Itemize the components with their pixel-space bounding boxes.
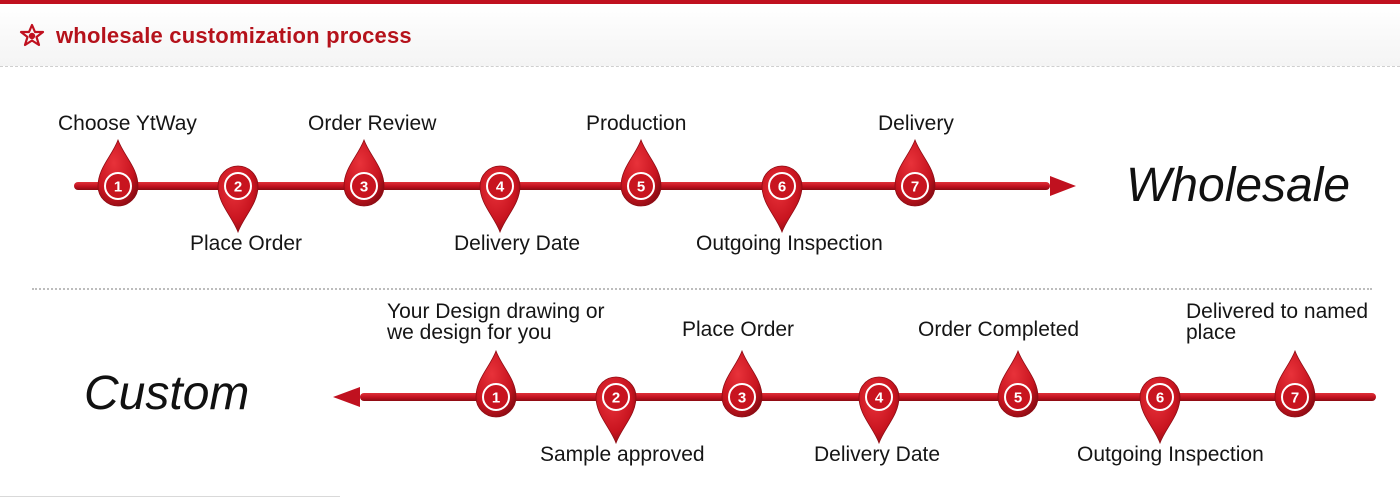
- wholesale-step-6-marker-number: 6: [778, 179, 786, 196]
- custom-step-5-marker: 5: [997, 349, 1039, 418]
- section-divider: [32, 288, 1372, 290]
- custom-step-3-marker-number: 3: [738, 390, 746, 407]
- wholesale-step-3-marker: 3: [343, 138, 385, 207]
- wholesale-step-7-marker: 7: [894, 138, 936, 207]
- custom-step-5-label: Order Completed: [918, 318, 1080, 341]
- custom-step-6-label: Outgoing Inspection: [1077, 443, 1264, 466]
- wholesale-heading: Wholesale: [1126, 159, 1351, 212]
- custom-step-1-marker: 1: [475, 349, 517, 418]
- custom-step-5-marker-number: 5: [1014, 390, 1022, 407]
- wholesale-step-5-label: Production: [586, 112, 687, 135]
- top-accent-bar: [0, 0, 1400, 4]
- wholesale-step-4-label: Delivery Date: [454, 232, 581, 255]
- custom-step-4-label: Delivery Date: [814, 443, 941, 466]
- section-header: wholesale customization process: [0, 4, 1400, 67]
- wholesale-step-7-label: Delivery: [878, 112, 954, 135]
- wholesale-step-6-marker: 6: [761, 165, 803, 234]
- flower-icon: [19, 23, 45, 47]
- wholesale-step-5-marker-number: 5: [637, 179, 645, 196]
- wholesale-step-6-label: Outgoing Inspection: [696, 232, 883, 255]
- wholesale-step-1-label: Choose YtWay: [58, 112, 197, 135]
- custom-step-2-marker: 2: [595, 376, 637, 445]
- wholesale-step-7-marker-number: 7: [911, 179, 919, 196]
- wholesale-step-2-marker-number: 2: [234, 179, 242, 196]
- custom-step-7-marker: 7: [1274, 349, 1316, 418]
- wholesale-step-4-marker: 4: [479, 165, 521, 234]
- wholesale-step-2-label: Place Order: [190, 232, 303, 255]
- custom-arrowhead: [333, 387, 360, 407]
- wholesale-step-5-marker: 5: [620, 138, 662, 207]
- wholesale-step-4-marker-number: 4: [496, 179, 505, 196]
- custom-step-3-marker: 3: [721, 349, 763, 418]
- custom-step-1-marker-number: 1: [492, 390, 500, 407]
- page-title: wholesale customization process: [56, 23, 412, 48]
- wholesale-line: [74, 182, 1050, 190]
- footer-rule: [0, 496, 340, 497]
- custom-step-6-marker: 6: [1139, 376, 1181, 445]
- wholesale-step-1-marker: 1: [97, 138, 139, 207]
- custom-step-2-marker-number: 2: [612, 390, 620, 407]
- wholesale-step-1-marker-number: 1: [114, 179, 122, 196]
- wholesale-step-3-marker-number: 3: [360, 179, 368, 196]
- wholesale-step-2-marker: 2: [217, 165, 259, 234]
- wholesale-arrowhead: [1050, 176, 1076, 196]
- wholesale-step-3-label: Order Review: [308, 112, 437, 135]
- custom-step-2-label: Sample approved: [540, 443, 705, 466]
- custom-step-7-marker-number: 7: [1291, 390, 1299, 407]
- custom-step-6-marker-number: 6: [1156, 390, 1164, 407]
- custom-heading: Custom: [84, 367, 250, 420]
- custom-step-4-marker: 4: [858, 376, 900, 445]
- wholesale-timeline: [74, 176, 1076, 196]
- custom-step-3-label: Place Order: [682, 318, 795, 341]
- custom-step-4-marker-number: 4: [875, 390, 884, 407]
